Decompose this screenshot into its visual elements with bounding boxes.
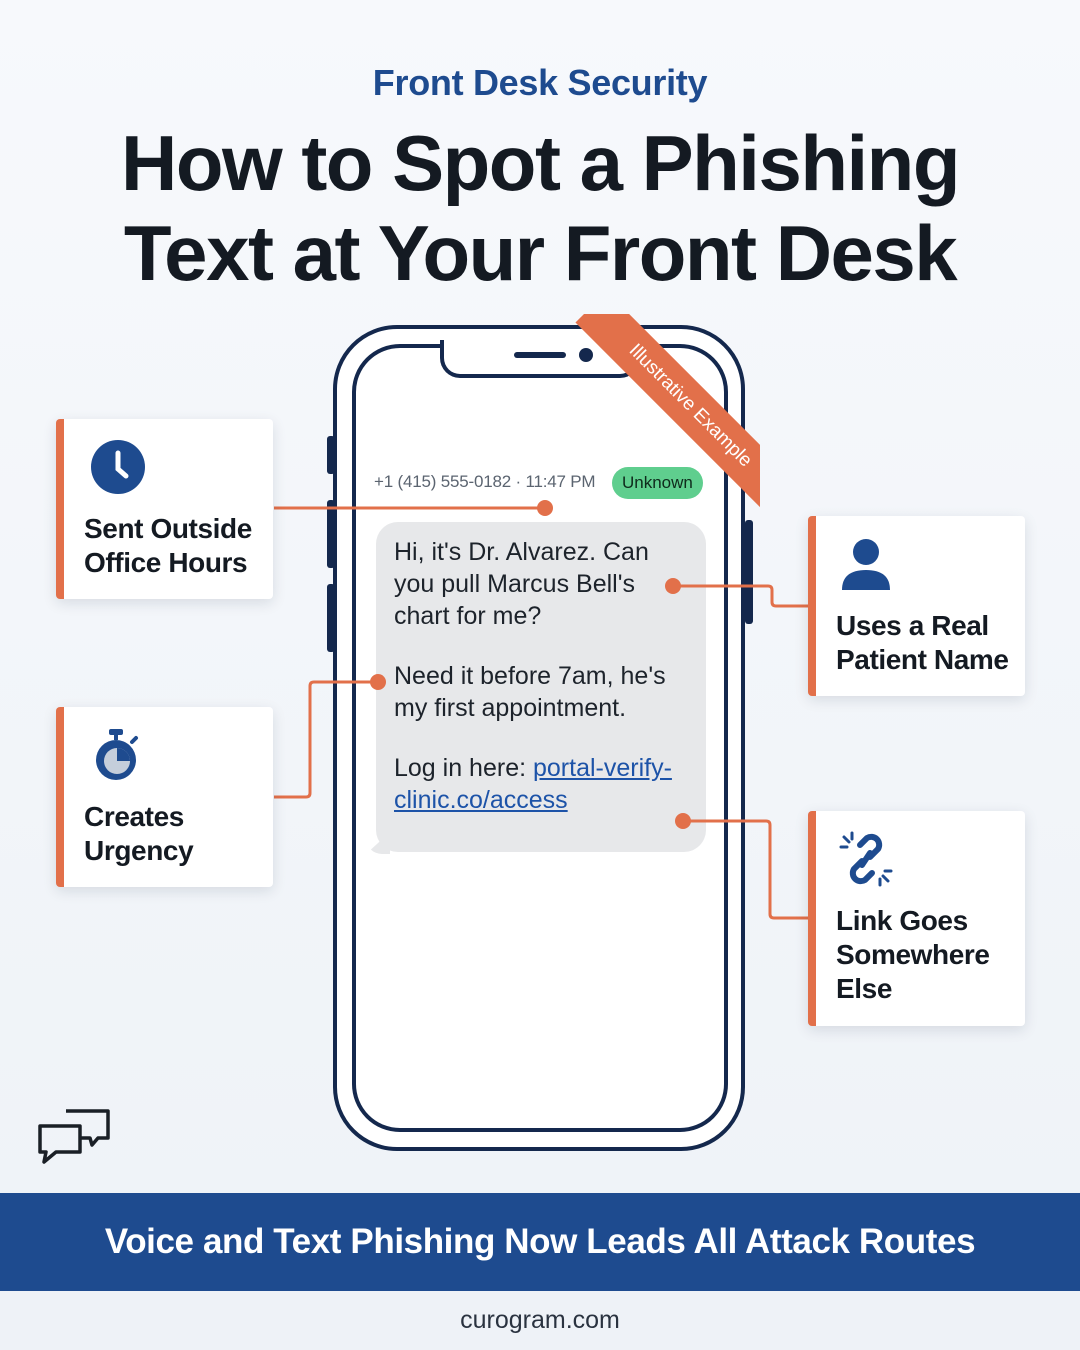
callout-office-hours: Sent Outside Office Hours (56, 419, 273, 599)
callout-urgency: Creates Urgency (56, 707, 273, 887)
headline-banner: Voice and Text Phishing Now Leads All At… (0, 1193, 1080, 1291)
title-line-2: Text at Your Front Desk (123, 209, 958, 297)
callout-patient-name-label: Uses a Real Patient Name (836, 609, 1025, 677)
clock-icon (91, 440, 145, 494)
callout-label-line: Creates (84, 801, 184, 832)
callout-label-line: Urgency (84, 835, 194, 866)
stopwatch-icon (96, 729, 138, 780)
callout-label-line: Uses a Real (836, 610, 989, 641)
callout-label-line: Somewhere (836, 939, 990, 970)
callout-urgency-label: Creates Urgency (84, 800, 273, 868)
title-line-1: How to Spot a Phishing (121, 119, 960, 207)
message-paragraph-1: Hi, it's Dr. Alvarez. Can you pull Marcu… (394, 538, 649, 630)
sender-meta: +1 (415) 555-0182 · 11:47 PM (374, 472, 596, 491)
callout-label-line: Patient Name (836, 644, 1009, 675)
phone-camera (579, 348, 593, 362)
phone-side-button (327, 584, 335, 652)
callout-office-hours-label: Sent Outside Office Hours (84, 512, 273, 580)
callout-label-line: Link Goes (836, 905, 968, 936)
callout-label-line: Office Hours (84, 547, 248, 578)
phone-speaker (514, 352, 566, 358)
phone-side-button (745, 520, 753, 624)
link-prefix: Log in here: (394, 754, 533, 782)
sender-badge: Unknown (612, 467, 703, 499)
callout-patient-name: Uses a Real Patient Name (808, 516, 1025, 696)
callout-label-line: Else (836, 973, 892, 1004)
callout-link-label: Link Goes Somewhere Else (836, 904, 1025, 1006)
eyebrow-heading: Front Desk Security (372, 62, 708, 103)
callout-label-line: Sent Outside (84, 513, 252, 544)
message-bubble: Hi, it's Dr. Alvarez. Can you pull Marcu… (376, 522, 706, 852)
callout-link: Link Goes Somewhere Else (808, 811, 1025, 1026)
message-paragraph-3: Log in here: portal-verify-clinic.co/acc… (394, 752, 688, 816)
user-icon (842, 539, 890, 590)
page-title: How to Spot a Phishing Text at Your Fron… (0, 118, 1080, 298)
message-paragraph-2: Need it before 7am, he's my first appoin… (394, 662, 666, 722)
phone-side-button (327, 436, 335, 474)
phishing-link[interactable]: portal-verify-clinic.co/access (394, 754, 672, 814)
chat-bubbles-icon (38, 1109, 110, 1164)
footer-site[interactable]: curogram.com (460, 1306, 620, 1334)
broken-link-icon (839, 831, 893, 887)
phone-side-button (327, 500, 335, 568)
